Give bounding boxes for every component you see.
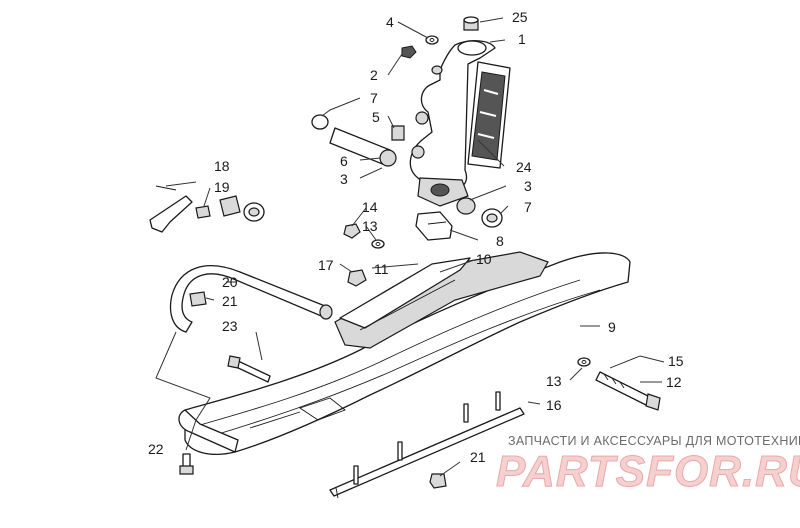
callout-23: 23	[222, 318, 238, 334]
callout-17: 17	[318, 257, 334, 273]
callout-4: 4	[386, 14, 394, 30]
callout-10: 10	[476, 251, 492, 267]
callout-7-right: 7	[524, 199, 532, 215]
wear-bar	[329, 391, 525, 499]
ski-assembly	[178, 251, 631, 455]
callout-15: 15	[668, 353, 684, 369]
callout-13-lower: 13	[546, 373, 562, 389]
callout-14: 14	[362, 199, 378, 215]
callout-25: 25	[512, 9, 528, 25]
callout-2: 2	[370, 67, 378, 83]
callout-3-right: 3	[524, 178, 532, 194]
watermark-subtitle: ЗАПЧАСТИ И АКСЕССУАРЫ ДЛЯ МОТОТЕХНИКИ	[508, 434, 800, 448]
callout-19: 19	[214, 179, 230, 195]
ski-body	[184, 252, 631, 455]
watermark-brand: PARTSFOR.RU	[496, 447, 800, 496]
watermark: ЗАПЧАСТИ И АКСЕССУАРЫ ДЛЯ МОТОТЕХНИКИ PA…	[496, 434, 800, 497]
callout-7-upper: 7	[370, 90, 378, 106]
ski-loop	[169, 265, 333, 333]
callout-9: 9	[608, 319, 616, 335]
callout-5: 5	[372, 109, 380, 125]
callout-12: 12	[666, 374, 682, 390]
callout-20: 20	[222, 274, 238, 290]
hardware	[179, 35, 661, 489]
callout-24: 24	[516, 159, 532, 175]
decal	[467, 61, 511, 169]
callout-16: 16	[546, 397, 562, 413]
callout-13-upper: 13	[362, 218, 378, 234]
handle-loop	[169, 265, 331, 333]
cap-25	[463, 16, 479, 31]
bracket-18-19	[149, 185, 265, 233]
callout-22: 22	[148, 441, 164, 457]
callout-1: 1	[518, 31, 526, 47]
callout-8: 8	[496, 233, 504, 249]
ski-tip	[178, 409, 239, 453]
callout-labels: 1 2 3 3 4 5 6 7 7 8 9 10 11 12 13 13 14 …	[148, 9, 684, 465]
callout-21-lower: 21	[470, 449, 486, 465]
leader-lines	[155, 17, 665, 477]
callout-6: 6	[340, 153, 348, 169]
callout-11: 11	[374, 261, 389, 277]
spindle-top-cap	[457, 40, 487, 56]
spindle	[409, 40, 496, 207]
stop-block	[415, 211, 453, 241]
callout-21-upper: 21	[222, 293, 238, 309]
callout-3-left: 3	[340, 171, 348, 187]
callout-18: 18	[214, 158, 230, 174]
